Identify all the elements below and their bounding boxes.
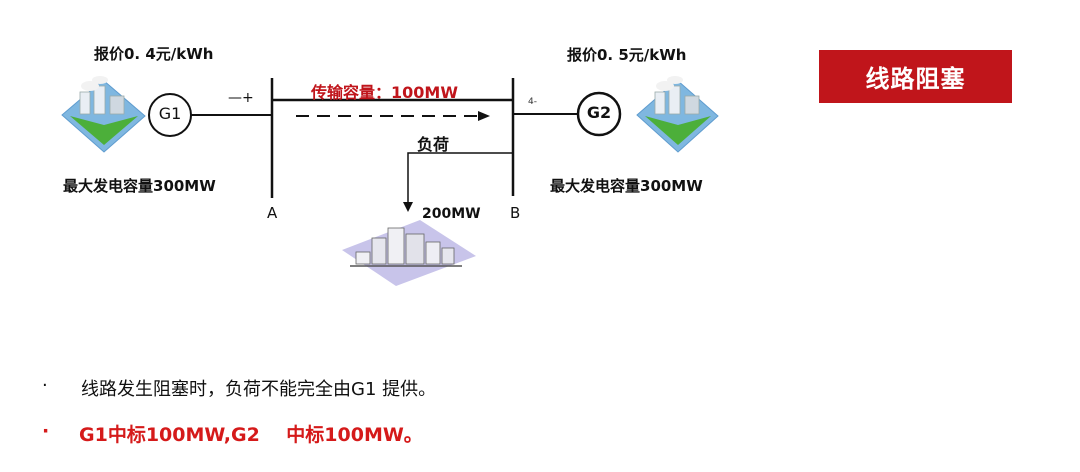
bus-b-label: B (510, 204, 521, 222)
g1-label: G1 (158, 104, 182, 123)
transmission-capacity-label: 传输容量：100MW (311, 83, 458, 102)
g2-label: G2 (586, 103, 612, 122)
g2-side-mark: 4- (528, 97, 537, 107)
city-load-icon (342, 220, 476, 286)
power-plant-icon-right (636, 76, 719, 153)
bullet-text-2: G1中标100MW,G2 中标100MW。 (79, 424, 423, 446)
load-arrowhead (403, 202, 413, 212)
g2-max-capacity: 最大发电容量300MW (550, 177, 703, 195)
g1-price-label: 报价0. 4元/kWh (94, 45, 214, 63)
load-value: 200MW (422, 206, 481, 222)
g1-max-capacity: 最大发电容量300MW (63, 177, 216, 195)
g1-side-mark: —+ (228, 90, 254, 106)
bullet-text-1: 线路发生阻塞时，负荷不能完全由G1 提供。 (81, 379, 437, 400)
power-plant-icon-left (61, 76, 146, 153)
bullet-item-1: · (42, 375, 48, 396)
load-label: 负荷 (417, 135, 450, 154)
title-text: 线路阻塞 (865, 65, 966, 93)
power-flow-arrowhead (478, 111, 490, 121)
bus-a-label: A (267, 204, 278, 222)
bullet-item-2: · (42, 420, 49, 442)
bullet-marker: · (42, 375, 48, 396)
title-box: 线路阻塞 (819, 50, 1012, 103)
load-branch-line (407, 152, 513, 205)
bullet-marker: · (42, 420, 50, 442)
g2-price-label: 报价0. 5元/kWh (567, 46, 687, 64)
